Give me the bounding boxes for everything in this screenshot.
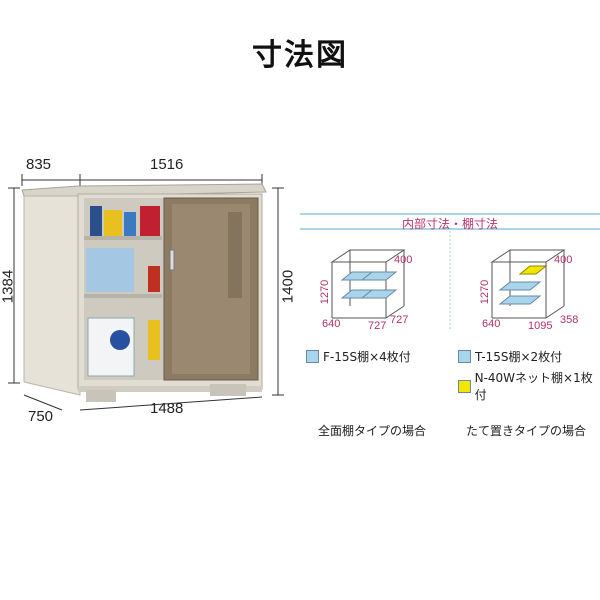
top-width-label: 1516 — [150, 156, 184, 173]
legend-net-shelf-text: N-40Wネット棚×1枚付 — [474, 371, 593, 402]
right-width-b-dim: 358 — [560, 314, 579, 326]
legend-vertical-shelf: T-15S棚×2枚付 — [458, 348, 562, 365]
bottom-depth-label: 750 — [28, 408, 54, 425]
blue-swatch — [306, 350, 319, 363]
legend-full-shelf-text: F-15S棚×4枚付 — [323, 350, 411, 364]
left-shelf-depth-dim: 400 — [394, 254, 413, 266]
left-width-b-dim: 727 — [390, 314, 409, 326]
left-width-a-dim: 727 — [368, 320, 387, 332]
header-interior-dims: 内部寸法 — [401, 217, 450, 231]
top-depth-label: 835 — [26, 156, 52, 173]
caption-full-shelf: 全面棚タイプの場合 — [318, 424, 427, 438]
caption-vertical-shelf: たて置きタイプの場合 — [466, 424, 587, 438]
right-depth-dim: 640 — [482, 318, 501, 330]
panel-header: 内部寸法・棚寸法 — [300, 215, 600, 232]
right-height-dim: 1270 — [479, 279, 491, 305]
right-width-a-dim: 1095 — [528, 320, 553, 332]
header-shelf-dims: 棚寸法 — [462, 217, 499, 231]
blue-swatch — [458, 350, 471, 363]
yellow-swatch — [458, 379, 471, 393]
legend-full-shelf: F-15S棚×4枚付 — [306, 348, 411, 365]
bottom-width-label: 1488 — [150, 400, 184, 417]
right-shelf-depth-dim: 400 — [554, 254, 573, 266]
header-separator: ・ — [449, 217, 462, 231]
legend-net-shelf: N-40Wネット棚×1枚付 — [458, 369, 600, 403]
left-depth-dim: 640 — [322, 318, 341, 330]
legend-vertical-shelf-text: T-15S棚×2枚付 — [475, 350, 563, 364]
page-title: 寸法図 — [252, 38, 348, 73]
